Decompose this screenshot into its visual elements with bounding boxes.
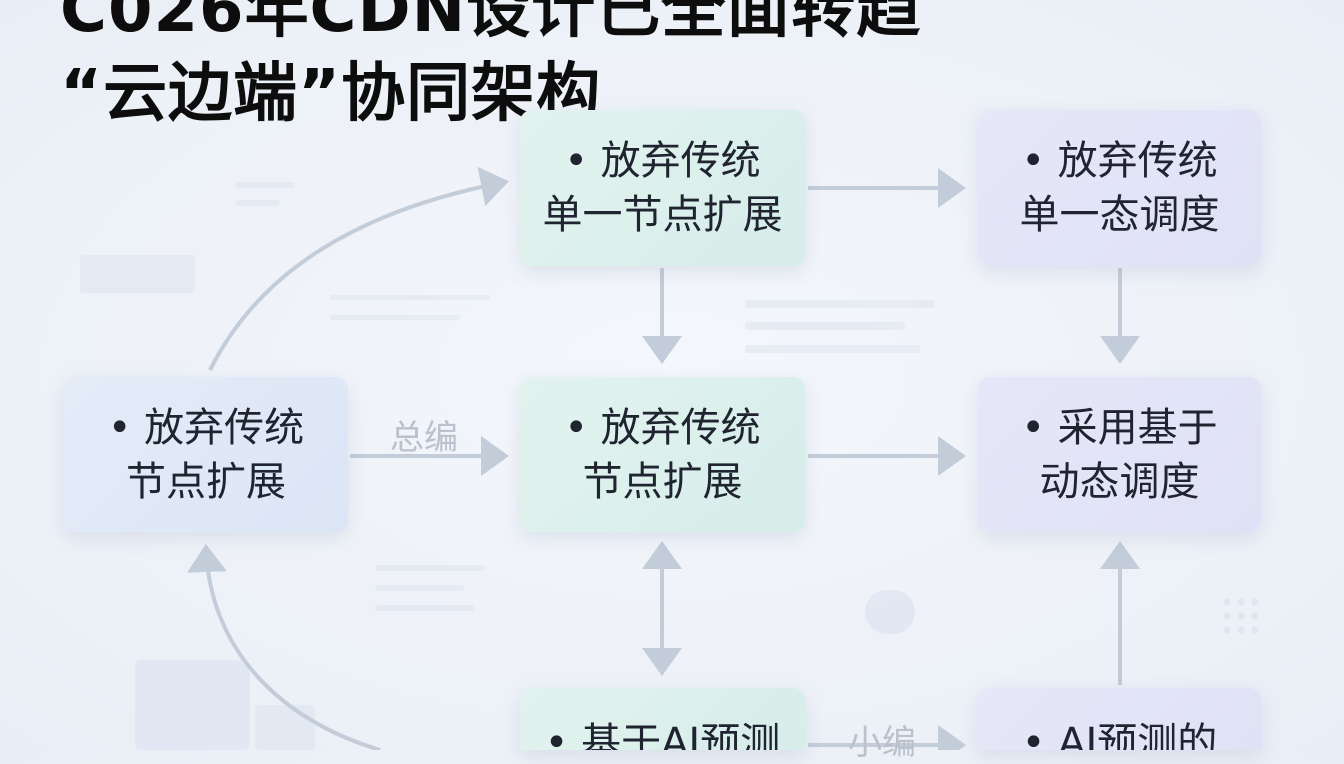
node-mid-right-line-1: • 采用基于 (1021, 404, 1218, 451)
node-bottom-right[interactable]: • AI预测的 (978, 688, 1261, 750)
dots-icon (1220, 595, 1260, 635)
page-title: C026年CDN设计已全面转趋 “云边端”协同架构 (60, 0, 921, 136)
node-mid-right-line-2: 动态调度 (1039, 458, 1200, 505)
edge-label-bottom: 小编 (848, 723, 916, 763)
node-mid-left[interactable]: • 放弃传统 节点扩展 (64, 377, 348, 532)
background-decoration (330, 295, 490, 300)
arrow-curve-to-mid-left (186, 544, 381, 750)
node-mid-left-line-2: 节点扩展 (126, 458, 286, 505)
title-line-1: C026年CDN设计已全面转趋 (60, 0, 922, 47)
background-decoration (375, 565, 485, 571)
node-mid-center-line-1: • 放弃传统 (564, 404, 761, 451)
building-icon (255, 705, 315, 750)
background-decoration (375, 585, 465, 591)
node-bottom-center[interactable]: • 基于AI预测 (520, 688, 805, 750)
node-top-center-line-1: • 放弃传统 (564, 138, 761, 184)
background-decoration (745, 345, 920, 353)
node-mid-center-line-2: 节点扩展 (582, 458, 743, 505)
background-decoration (235, 200, 280, 206)
node-mid-right[interactable]: • 采用基于 动态调度 (978, 377, 1261, 532)
background-decoration (235, 182, 295, 188)
node-top-center[interactable]: • 放弃传统 单一节点扩展 (520, 110, 805, 266)
node-bottom-right-line-1: • AI预测的 (1021, 720, 1218, 750)
background-decoration (330, 315, 460, 320)
background-decoration (745, 300, 935, 308)
title-line-2: “云边端”协同架构 (60, 57, 602, 131)
node-mid-center[interactable]: • 放弃传统 节点扩展 (520, 377, 805, 532)
node-top-right[interactable]: • 放弃传统 单一态调度 (978, 110, 1261, 266)
node-mid-left-line-1: • 放弃传统 (107, 404, 305, 451)
building-icon (135, 660, 250, 750)
node-top-right-line-1: • 放弃传统 (1021, 138, 1218, 184)
node-top-right-line-2: 单一态调度 (1019, 192, 1220, 238)
edge-label-left-to-center: 总编 (390, 418, 458, 458)
node-bottom-center-line-1: • 基于AI预测 (544, 720, 781, 750)
background-decoration (745, 322, 905, 330)
chat-bubble-icon (865, 590, 915, 634)
arrow-curve-to-top-center (208, 166, 509, 371)
background-decoration (80, 255, 195, 293)
node-top-center-line-2: 单一节点扩展 (542, 192, 783, 238)
background-decoration (375, 605, 475, 611)
